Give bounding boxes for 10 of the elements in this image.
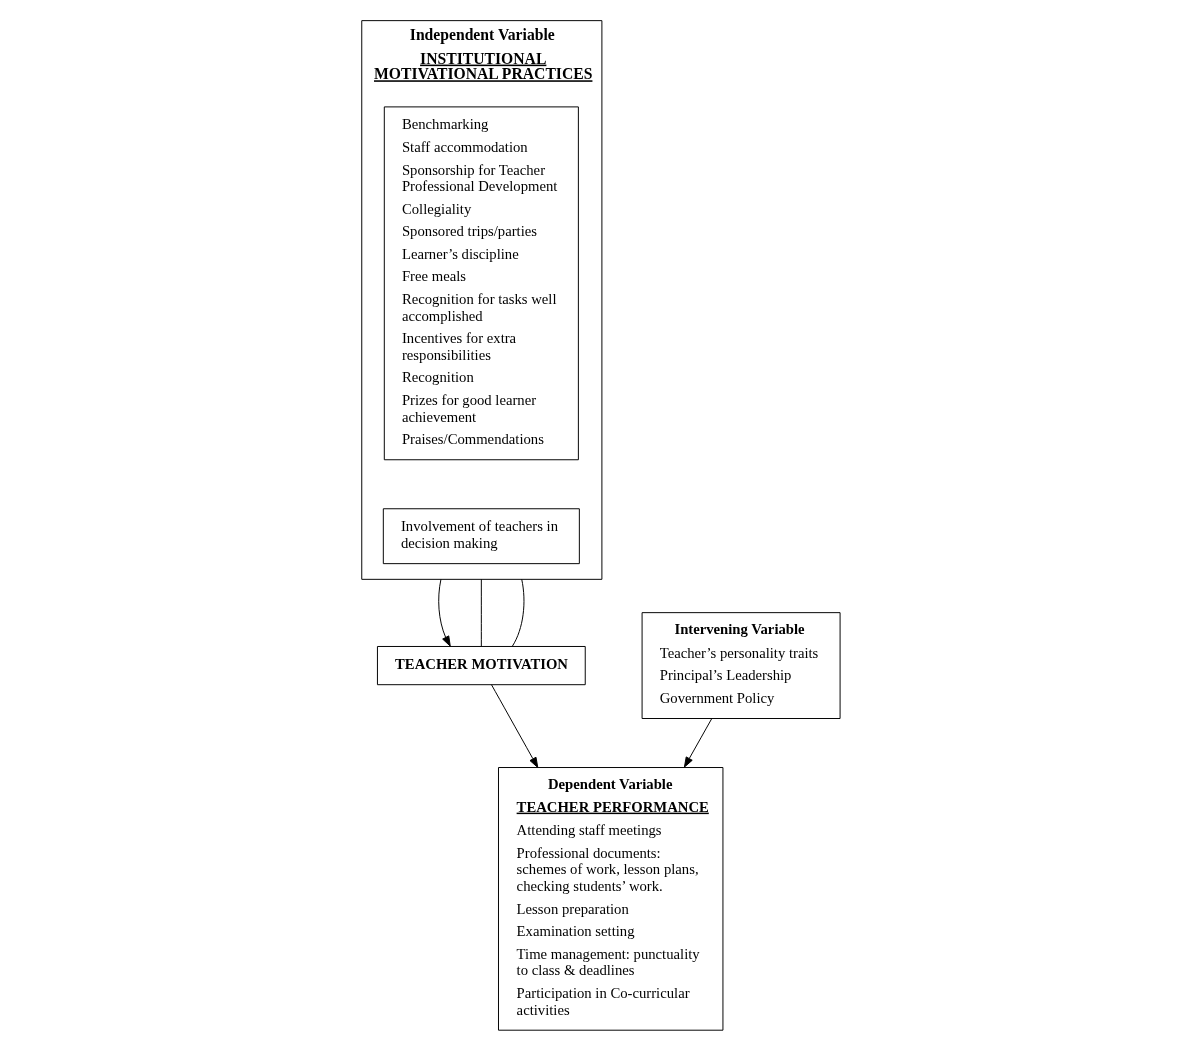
node-box: Involvement of teachers in decision making: [382, 508, 580, 565]
node-box: Benchmarking Staff accommodation Sponsorship for Teacher Professional Development Collegiality Sponsored trips/parties Learner’s discipline Free meals Recognition for tasks well accomplished Incentives for extra responsibilities Recognition Prizes for good learner achievement Praises/Commendations: [383, 106, 579, 461]
arrow: [683, 718, 713, 768]
arrow: [438, 578, 451, 647]
connector: [480, 578, 482, 647]
node-box: Intervening Variable Teacher’s personality traits Principal’s Leadership Government Policy: [641, 612, 841, 719]
node-box: TEACHER MOTIVATION: [376, 646, 586, 686]
node-box: Dependent Variable TEACHER PERFORMANCE Attending staff meetings Professional documents: schemes of work, lesson plans, checking students’ work. Lesson preparation Examination setting Time management: punctuality to class & deadlines Participation in Co-curricular activities: [498, 767, 724, 1031]
arrow: [491, 684, 539, 768]
connector: [511, 578, 525, 647]
